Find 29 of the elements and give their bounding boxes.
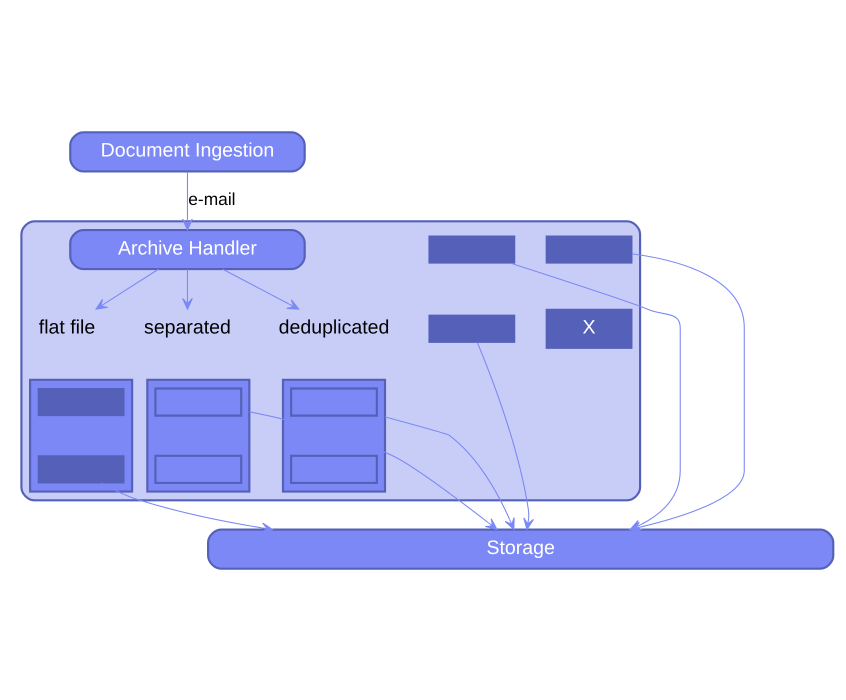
node-text: separated (144, 316, 231, 338)
node-text: deduplicated (278, 316, 390, 338)
arrow (249, 410, 498, 530)
cluster (282, 378, 386, 492)
arrow (101, 482, 274, 533)
node-box (290, 454, 378, 484)
node-bar (38, 387, 125, 416)
arrow (182, 268, 193, 310)
arrow (96, 268, 159, 310)
node-box: Document Ingestion (69, 130, 306, 172)
arrow (182, 171, 193, 230)
arrow (476, 342, 534, 530)
edge-label: e-mail (188, 188, 236, 208)
cluster (146, 378, 250, 492)
node-box (290, 386, 378, 416)
node-box: Storage (207, 528, 834, 570)
node-box: X (546, 308, 632, 348)
node-box: Archive Handler (69, 228, 306, 270)
cluster (29, 378, 134, 492)
arrow (384, 416, 515, 530)
node-bar (546, 234, 632, 264)
node-box (154, 386, 242, 416)
node-bar (428, 234, 516, 264)
node-box (154, 454, 242, 484)
cluster (20, 220, 642, 501)
node-text: flat file (38, 316, 96, 338)
arrow (222, 268, 300, 310)
node-bar (38, 454, 125, 483)
node-bar (428, 314, 516, 342)
